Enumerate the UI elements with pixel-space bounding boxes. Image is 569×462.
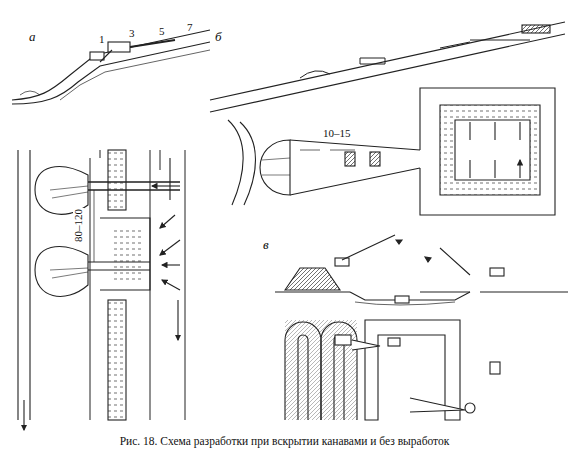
callout-number: 7 [186, 22, 194, 33]
callout-number: 5 [158, 26, 166, 37]
dimension-label: 80–120 [73, 208, 84, 243]
subfigure-letter: б [214, 30, 223, 43]
callout-number: 1 [98, 34, 106, 45]
dimension-label: 10–15 [322, 128, 352, 139]
callout-number: 3 [128, 28, 136, 39]
subfigure-letter: а [28, 30, 37, 43]
subfigure-letter: в [262, 238, 270, 251]
figure-caption: Рис. 18. Схема разработки при вскрытии к… [0, 435, 569, 447]
